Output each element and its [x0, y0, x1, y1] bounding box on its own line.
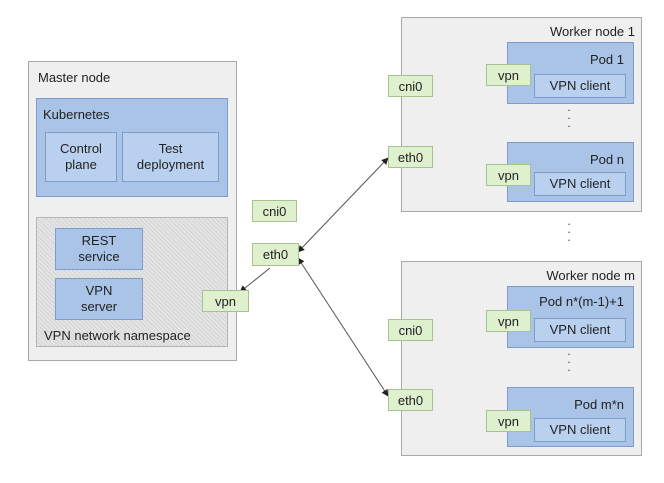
kubernetes-title: Kubernetes [43, 107, 110, 122]
pod-1-vpn-interface: vpn [486, 64, 531, 86]
worker1-eth0-interface: eth0 [388, 146, 433, 168]
pod-first-of-m-vpn-interface: vpn [486, 310, 531, 332]
workerm-pod-ellipsis: · · · [566, 346, 572, 377]
link-master-vpn-eth0 [239, 267, 271, 293]
worker1-pod-ellipsis: · · · [566, 102, 572, 133]
pod-1-vpn-client: VPN client [534, 74, 626, 98]
link-master-worker1 [297, 157, 389, 253]
worker-node-m-title: Worker node m [546, 268, 635, 283]
link-master-workerm [297, 257, 389, 397]
workerm-cni0-interface: cni0 [388, 319, 433, 341]
pod-m-n-vpn-client: VPN client [534, 418, 626, 442]
master-vpn-interface: vpn [202, 290, 249, 312]
pod-n-vpn-client: VPN client [534, 172, 626, 196]
rest-service-box: REST service [55, 228, 143, 270]
pod-n-title: Pod n [590, 152, 624, 167]
pod-m-n-title: Pod m*n [574, 397, 624, 412]
pod-n-vpn-interface: vpn [486, 164, 531, 186]
worker1-cni0-interface: cni0 [388, 75, 433, 97]
pod-first-of-m-title: Pod n*(m-1)+1 [539, 294, 624, 309]
test-deployment-box: Test deployment [122, 132, 219, 182]
control-plane-box: Control plane [45, 132, 117, 182]
vpn-network-namespace-label: VPN network namespace [44, 328, 191, 343]
worker-node-1-title: Worker node 1 [549, 24, 635, 39]
master-node-title: Master node [38, 70, 111, 85]
master-eth0-interface: eth0 [252, 243, 299, 266]
worker-nodes-ellipsis: · · · [566, 216, 572, 247]
pod-1-title: Pod 1 [590, 52, 624, 67]
master-cni0-interface: cni0 [252, 200, 297, 222]
pod-first-of-m-vpn-client: VPN client [534, 318, 626, 342]
workerm-eth0-interface: eth0 [388, 389, 433, 411]
pod-m-n-vpn-interface: vpn [486, 410, 531, 432]
vpn-server-box: VPN server [55, 278, 143, 320]
